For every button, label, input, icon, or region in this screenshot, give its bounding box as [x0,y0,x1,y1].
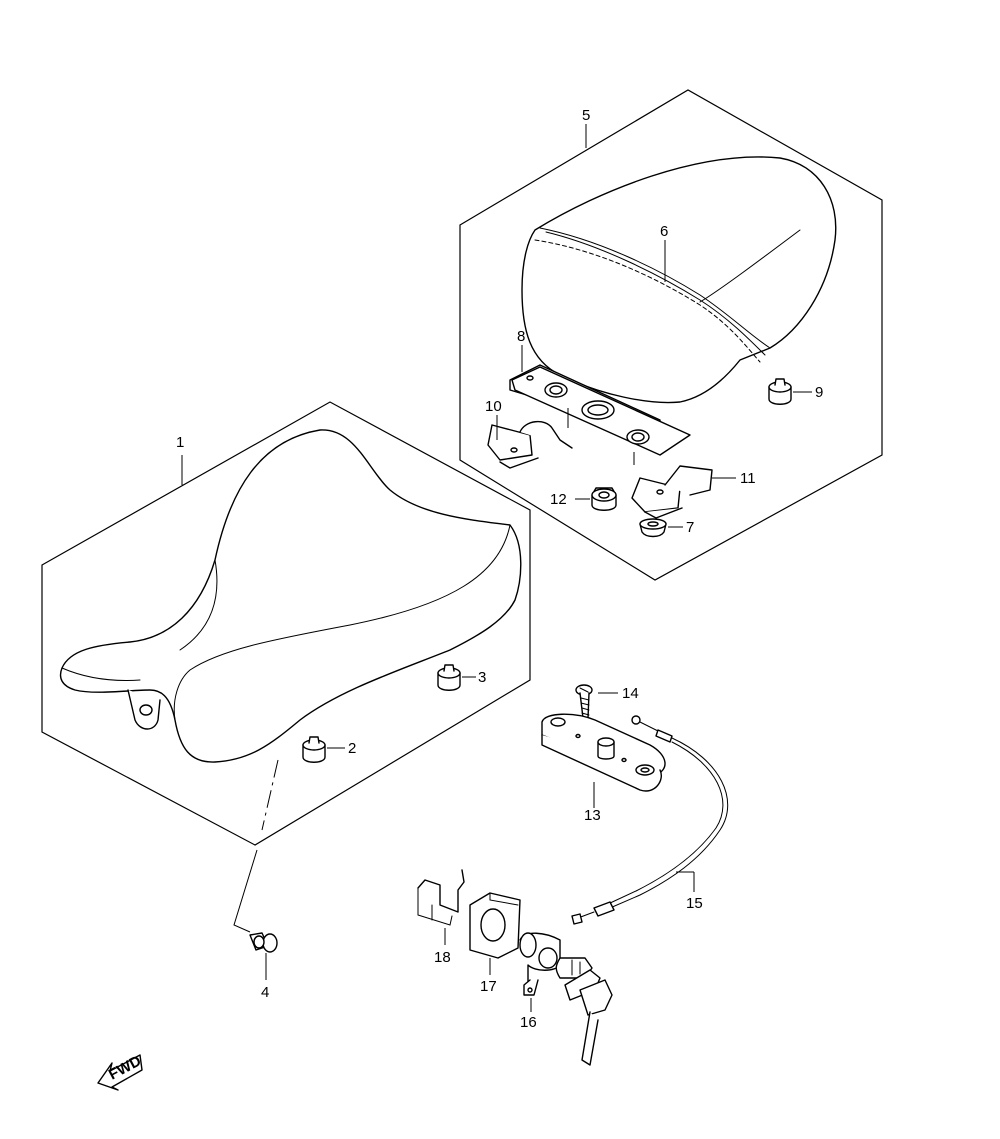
callout-8: 8 [517,328,525,345]
lock-cylinder-16[interactable] [519,932,561,996]
callout-14: 14 [622,685,639,702]
callout-3: 3 [478,669,486,686]
callout-16: 16 [520,1014,537,1031]
callout-4: 4 [261,984,269,1001]
bracket-8[interactable] [509,364,691,465]
bolt-4[interactable] [249,932,278,953]
hook-11[interactable] [631,465,713,519]
callout-13: 13 [584,807,601,824]
callout-7: 7 [686,519,694,536]
rear-seat[interactable] [521,156,837,404]
cable-15[interactable] [571,715,729,925]
callout-1: 1 [176,434,184,451]
callout-11: 11 [740,470,756,487]
screw-14[interactable] [575,684,593,719]
key-set-16[interactable] [555,957,613,1066]
callout-2: 2 [348,740,356,757]
cushion-2[interactable] [302,736,326,763]
fwd-arrow-icon: FWD [97,1052,144,1091]
nut-12[interactable] [591,487,617,511]
clip-18[interactable] [417,869,465,926]
callout-5: 5 [582,107,590,124]
cushion-7[interactable] [639,518,667,538]
callout-10: 10 [485,398,502,415]
callout-17: 17 [480,978,497,995]
callout-9: 9 [815,384,823,401]
hook-10[interactable] [487,421,573,469]
cushion-3[interactable] [437,664,461,691]
callout-18: 18 [434,949,451,966]
callout-15: 15 [686,895,703,912]
plate-17[interactable] [469,892,521,959]
front-seat-group-box [41,401,531,846]
callout-12: 12 [550,491,567,508]
rear-seat-group-box [459,89,883,581]
callout-6: 6 [660,223,668,240]
lock-bracket-13[interactable] [541,713,666,792]
cushion-9[interactable] [768,378,792,405]
front-seat[interactable] [59,429,522,763]
